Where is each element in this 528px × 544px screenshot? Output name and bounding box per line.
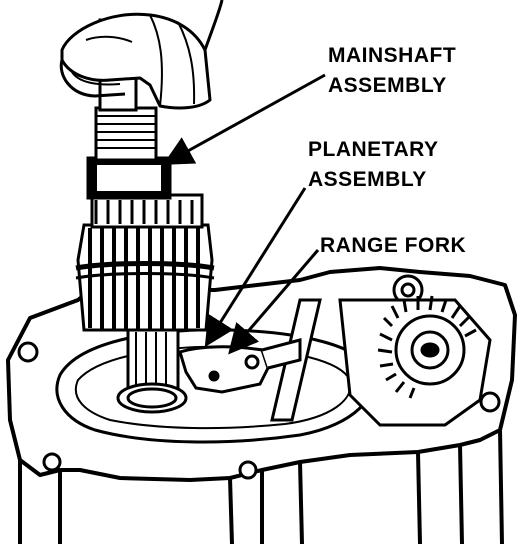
range-fork-label: RANGE FORK: [320, 234, 466, 257]
mainshaft-label-line2: ASSEMBLY: [328, 74, 447, 97]
technician-hand: [59, 0, 224, 110]
output-gear-teeth: [377, 295, 477, 399]
callout-leaders: [162, 73, 326, 355]
range-fork-part: [178, 298, 322, 422]
planetary-label-line1: PLANETARY: [308, 138, 439, 161]
planetary-leader: [204, 187, 307, 348]
mainshaft-leader: [162, 73, 326, 165]
callout-labels: MAINSHAFT ASSEMBLY PLANETARY ASSEMBLY RA…: [308, 44, 466, 257]
planetary-label-line2: ASSEMBLY: [308, 168, 427, 191]
range-fork-leader: [228, 249, 320, 355]
mainshaft-label-line1: MAINSHAFT: [328, 44, 456, 67]
